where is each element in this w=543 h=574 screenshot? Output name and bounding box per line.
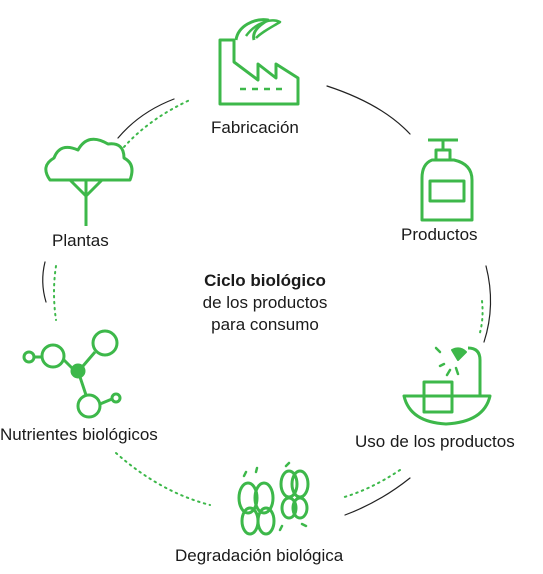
center-caption: Ciclo biológico de los productos para co… <box>160 270 370 336</box>
arc-products-use-solid <box>483 265 492 343</box>
center-title: Ciclo biológico <box>204 271 326 290</box>
factory-icon <box>218 18 300 106</box>
center-line-3: para consumo <box>211 315 319 334</box>
stage-label-productos: Productos <box>401 225 478 244</box>
stage-label-fabricacion: Fabricación <box>211 118 299 137</box>
bottle-icon <box>420 138 474 222</box>
arc-use-degradation-dotted <box>340 469 401 499</box>
molecule-icon <box>22 329 122 419</box>
arc-nutrients-degradation-dotted <box>115 452 211 506</box>
arc-use-degradation-solid <box>344 477 411 516</box>
arc-factory-products <box>326 85 411 135</box>
arc-factory-plants-dotted <box>123 98 193 148</box>
stage-label-nutrientes: Nutrientes biológicos <box>0 425 158 444</box>
stage-label-plantas: Plantas <box>52 231 109 250</box>
arc-products-use-dotted <box>478 300 484 337</box>
washbasin-icon <box>402 346 492 426</box>
microorganism-icon <box>237 461 310 536</box>
arc-factory-plants-solid <box>117 98 175 139</box>
center-line-2: de los productos <box>202 293 328 312</box>
stage-label-uso: Uso de los productos <box>355 432 515 451</box>
stage-label-degradacion: Degradación biológica <box>175 546 344 565</box>
arc-plants-nutrients-solid <box>42 261 47 303</box>
tree-icon <box>44 137 134 226</box>
arc-plants-nutrients-dotted <box>53 265 57 321</box>
